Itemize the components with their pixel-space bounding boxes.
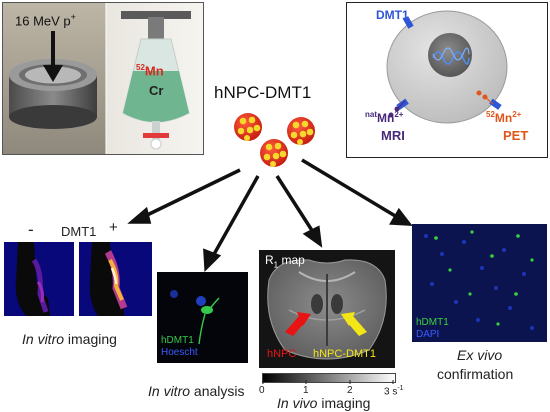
vitro-analysis-caption: In vitro analysis — [148, 383, 245, 399]
vitro-stain2: Hoescht — [161, 347, 198, 358]
plus-label: + — [109, 219, 118, 236]
hnpc-label: hNPC — [267, 348, 297, 360]
arrow-to-vitro-imaging — [142, 168, 241, 219]
arrow-to-vivo — [275, 175, 315, 233]
exvivo-image: hDMT1 DAPI — [412, 224, 547, 342]
vitro-stain1: hDMT1 — [161, 335, 194, 346]
hnpc-dmt1-label: hNPC-DMT1 — [313, 348, 376, 360]
mri-label: MRI — [381, 128, 405, 143]
cell-diagram — [386, 10, 508, 124]
tissue-art — [412, 224, 547, 342]
isotope-label: 52Mn — [136, 63, 164, 79]
exvivo-stain1: hDMT1 — [416, 317, 449, 328]
vitro-imaging-images — [4, 242, 152, 316]
exvivo-caption-line2: confirmation — [437, 366, 514, 382]
vitro-imaging-caption: In vitro imaging — [22, 331, 117, 347]
colorbar-ticks — [262, 380, 394, 384]
pet-label: PET — [503, 128, 529, 143]
target-photo-art — [3, 3, 203, 154]
cell-cluster-icon — [287, 117, 315, 145]
microscopy-art — [170, 290, 220, 345]
center-label: hNPC-DMT1 — [214, 83, 312, 102]
dmt1-label: DMT1 — [376, 8, 409, 22]
exvivo-caption-line1: Ex vivo — [457, 347, 503, 363]
colorbar-tick-2: 2 — [347, 385, 353, 396]
vivo-caption: In vivo imaging — [277, 395, 371, 411]
r1-map-label: R1 map — [265, 253, 305, 270]
r1-map-image: R1 map hNPC hNPC-DMT1 — [259, 250, 395, 368]
exvivo-stain2: DAPI — [416, 329, 440, 340]
pet-mn-label: 52Mn2+ — [486, 110, 522, 125]
beam-label: 16 MeV p+ — [15, 12, 76, 29]
nat-mn-label: natMn2+ — [365, 110, 404, 125]
beam-arrow — [43, 31, 63, 82]
cell-schematic-panel: DMT1 natMn2+ MRI 52Mn2+ PET — [346, 2, 548, 158]
target-photo: 16 MeV p+ 52Mn Cr — [2, 2, 204, 155]
arrow-to-vitro-analysis — [211, 175, 260, 257]
brain-slice-art — [267, 259, 387, 360]
minus-label: - — [28, 220, 34, 239]
arrow-head — [127, 206, 152, 224]
arrow-head — [203, 248, 222, 272]
column-label: Cr — [149, 83, 164, 98]
cell-cluster-icon — [234, 113, 262, 141]
vitro-analysis-image: hDMT1 Hoescht — [157, 272, 248, 363]
colorbar-tick-0: 0 — [259, 385, 265, 396]
arrow-to-exvivo — [301, 158, 398, 219]
colorbar-tick-3: 3 s-1 — [384, 385, 404, 398]
vitro-imaging-protein: DMT1 — [61, 224, 97, 239]
r1-colorbar — [262, 373, 396, 383]
arrow-head — [302, 225, 323, 248]
arrow-head — [389, 207, 413, 226]
flow-arrows — [127, 158, 413, 272]
cell-cluster-icon — [260, 139, 288, 167]
colorbar-tick-1: 1 — [303, 385, 309, 396]
